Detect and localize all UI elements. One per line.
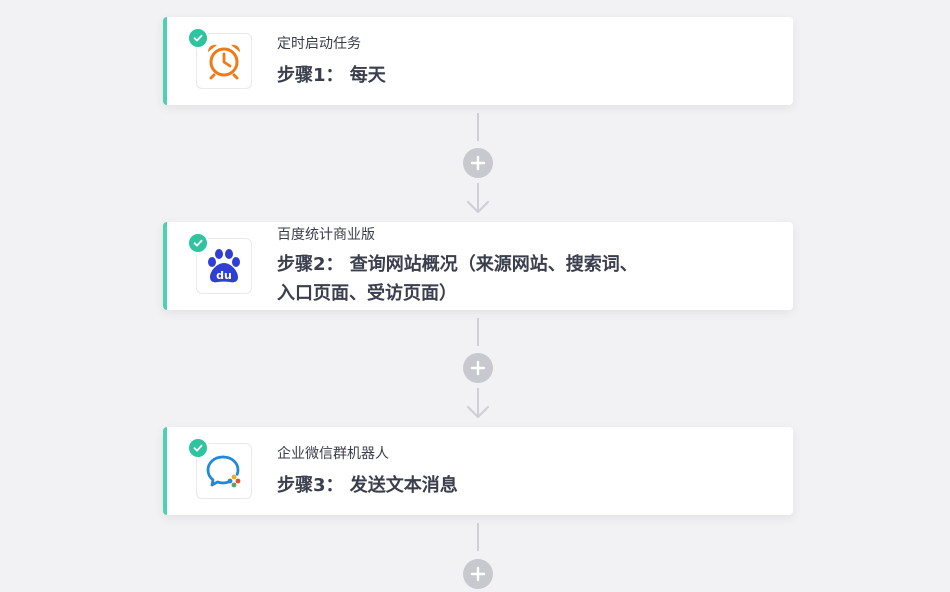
connector-line: [477, 388, 479, 416]
connector-line: [477, 113, 479, 141]
add-step-button[interactable]: [463, 559, 493, 589]
plus-icon: [470, 155, 486, 171]
app-icon-box: [196, 443, 252, 499]
arrow-down-icon: [466, 405, 490, 419]
plus-icon: [470, 360, 486, 376]
arrow-down-icon: [466, 200, 490, 214]
step-card-3[interactable]: 企业微信群机器人 步骤3： 发送文本消息: [163, 427, 793, 515]
app-name: 百度统计商业版: [277, 227, 375, 243]
add-step-button[interactable]: [463, 148, 493, 178]
check-icon: [187, 27, 209, 49]
step-connector: [462, 318, 494, 422]
step-connector: [462, 113, 494, 217]
add-step-button[interactable]: [463, 353, 493, 383]
app-name: 企业微信群机器人: [277, 446, 389, 462]
step-title: 步骤3： 发送文本消息: [277, 475, 458, 496]
step-title: 步骤1： 每天: [277, 65, 386, 86]
connector-line: [477, 318, 479, 346]
alarm-clock-icon: [207, 44, 241, 80]
svg-text:du: du: [216, 269, 232, 282]
step-card-1[interactable]: 定时启动任务 步骤1： 每天: [163, 17, 793, 105]
plus-icon: [470, 566, 486, 582]
app-name: 定时启动任务: [277, 36, 361, 52]
step-connector: [462, 523, 494, 592]
step-title: 步骤2： 查询网站概况（来源网站、搜索词、入口页面、受访页面）: [277, 254, 638, 304]
check-icon: [187, 437, 209, 459]
baidu-paw-icon: du: [208, 249, 240, 283]
connector-line: [477, 183, 479, 211]
check-icon: [187, 232, 209, 254]
step-card-2[interactable]: du 百度统计商业版 步骤2： 查询网站概况（来源网站、搜索词、入口页面、受访页…: [163, 222, 793, 310]
connector-line: [477, 523, 479, 551]
wecom-chat-icon: [206, 455, 241, 488]
